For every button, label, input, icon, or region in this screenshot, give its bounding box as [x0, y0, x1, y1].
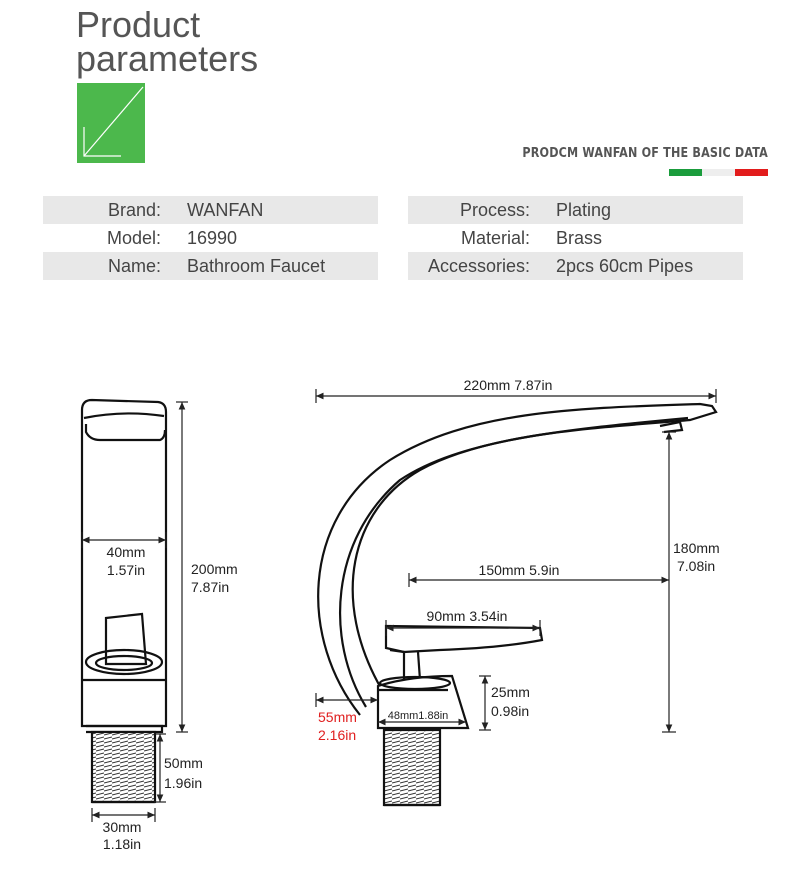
front-height-mm: 200mm [191, 561, 238, 577]
back-offset-in: 2.16in [318, 727, 356, 743]
back-offset-mm: 55mm [318, 709, 357, 725]
param-value: WANFAN [187, 199, 264, 220]
thread-length-mm: 50mm [164, 755, 203, 771]
front-view [80, 398, 168, 804]
total-length-label: 220mm 7.87in [464, 377, 553, 393]
param-value: 2pcs 60cm Pipes [556, 255, 694, 276]
thread-width-in: 1.18in [103, 836, 141, 852]
param-label: Accessories: [427, 255, 530, 276]
param-row-accessories: Accessories: 2pcs 60cm Pipes [408, 252, 743, 280]
flag-white-segment [702, 169, 735, 176]
title-line-1: Product [76, 4, 201, 45]
thread-length-in: 1.96in [164, 775, 202, 791]
front-width-in: 1.57in [107, 562, 145, 578]
reach-label: 150mm 5.9in [479, 562, 560, 578]
front-width-mm: 40mm [107, 544, 146, 560]
parameters-table-right: Process: Plating Material: Brass Accesso… [408, 196, 743, 280]
thread-width-mm: 30mm [103, 819, 142, 835]
flag-green-segment [669, 169, 702, 176]
base-width-label: 48mm1.88in [388, 710, 449, 722]
side-dimension-lines [315, 389, 717, 733]
param-value: 16990 [187, 227, 238, 248]
page-title: Product parameters [76, 4, 259, 79]
front-dimension-lines [81, 401, 188, 822]
parameters-table-left: Brand: WANFAN Model: 16990 Name: Bathroo… [43, 196, 378, 280]
param-row-name: Name: Bathroom Faucet [43, 252, 378, 280]
param-row-material: Material: Brass [408, 224, 743, 252]
param-row-model: Model: 16990 [43, 224, 378, 252]
side-dimension-labels: 220mm 7.87in 180mm 7.08in 150mm 5.9in 90… [318, 377, 720, 743]
param-row-process: Process: Plating [408, 196, 743, 224]
italian-flag-stripe [669, 169, 768, 176]
param-label: Model: [106, 227, 161, 248]
basic-data-tagline: PRODCM WANFAN OF THE BASIC DATA [522, 145, 768, 161]
param-row-brand: Brand: WANFAN [43, 196, 378, 224]
param-value: Bathroom Faucet [187, 255, 326, 276]
title-line-2: parameters [76, 38, 259, 79]
param-value: Brass [556, 227, 603, 248]
front-dimension-labels: 40mm 1.57in 200mm 7.87in 50mm 1.96in 30m… [103, 544, 238, 852]
total-height-mm: 180mm [673, 540, 720, 556]
total-height-in: 7.08in [677, 558, 715, 574]
param-label: Process: [459, 199, 530, 220]
flag-red-segment [735, 169, 768, 176]
side-view [317, 402, 718, 807]
base-height-mm: 25mm [491, 684, 530, 700]
param-label: Brand: [107, 199, 161, 220]
handle-length-label: 90mm 3.54in [427, 608, 508, 624]
param-value: Plating [556, 199, 612, 220]
front-height-in: 7.87in [191, 579, 229, 595]
param-label: Material: [460, 227, 530, 248]
param-label: Name: [107, 255, 161, 276]
base-height-in: 0.98in [491, 703, 529, 719]
green-corner-logo [77, 83, 145, 163]
